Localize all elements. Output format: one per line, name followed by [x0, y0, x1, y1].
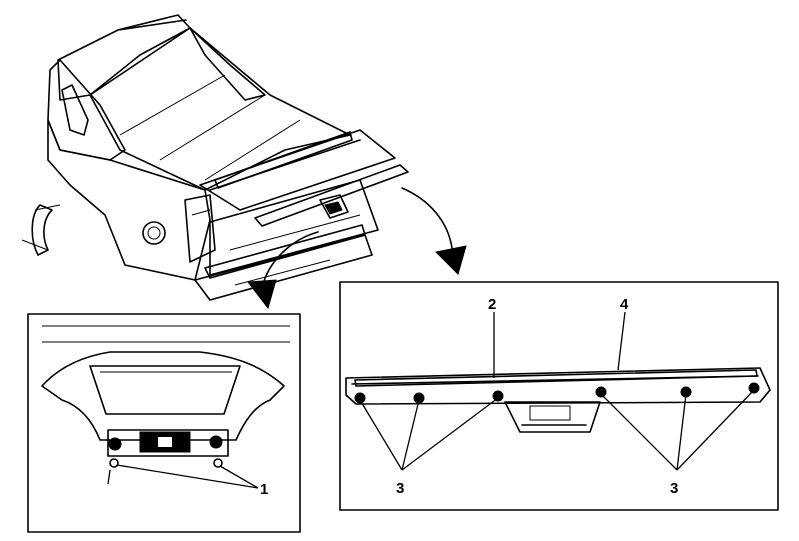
arrow-to-right-detail-icon: [401, 187, 467, 275]
right-detail-view: [339, 281, 779, 511]
callout-1-label: 1: [260, 481, 268, 498]
left-detail-view: [27, 313, 301, 533]
callout-4-label: 4: [620, 296, 629, 313]
callout-3-right-label: 3: [670, 480, 678, 497]
arrow-to-left-detail-icon: [247, 231, 319, 310]
callout-2-label: 2: [488, 296, 496, 313]
truck-rear-overview: [21, 14, 409, 301]
callout-3-left-label: 3: [396, 480, 404, 497]
